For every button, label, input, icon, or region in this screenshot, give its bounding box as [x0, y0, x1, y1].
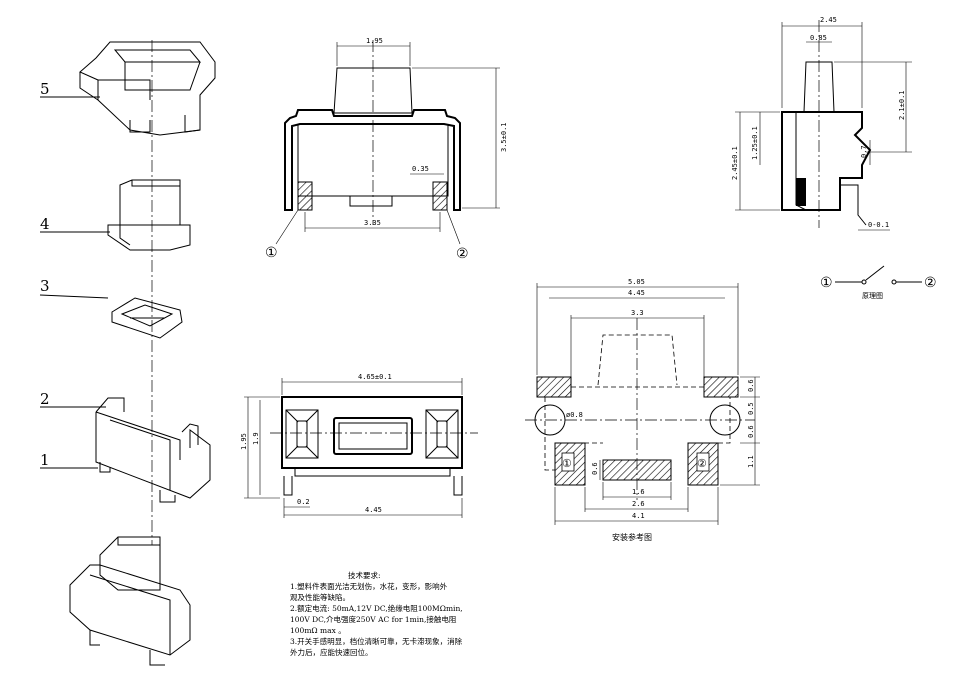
footprint-view: ① ② 5.05 4.45 3.3 ø0.8 0.6 0.5 0.6 1.1 0…: [525, 278, 760, 542]
dim-step: 1.25±0.1: [751, 126, 759, 160]
footprint-pin-label-2: ②: [697, 457, 707, 470]
callout-3: 3: [40, 277, 50, 295]
side-view: 2.45 0.85 2.1±0.1 0.7 2.45±0.1 1.25±0.1 …: [731, 16, 912, 231]
front-pin-2: [432, 181, 448, 211]
dim-plunger-width: 1.95: [366, 37, 383, 45]
notes-line: 100mΩ max 。: [290, 626, 346, 635]
assembled-view: [69, 536, 191, 666]
schematic-caption: 原理图: [862, 292, 883, 300]
front-body: [284, 109, 461, 211]
part-2-housing: [95, 397, 211, 503]
dim-side-plunger: 0.85: [810, 34, 827, 42]
front-pin-label-2: ②: [456, 246, 469, 262]
part-5-cover: [79, 41, 216, 136]
side-body: [781, 111, 872, 211]
notes-line: 3.开关手感明显，档位清晰可靠，无卡滞现象，消除: [290, 637, 463, 646]
dim-fp-r4: 1.1: [747, 455, 755, 468]
notes-line: 观及性能等缺陷。: [290, 593, 350, 602]
top-view: 4.65±0.1 1.95 1.9 0.2 4.45: [240, 373, 478, 518]
technical-notes: 技术要求: 1.塑料件表面光洁无划伤，水花，变形，影响外 观及性能等缺陷。 2.…: [290, 570, 530, 658]
dim-plunger-height: 2.1±0.1: [898, 90, 906, 120]
dim-top-length: 4.65±0.1: [358, 373, 392, 381]
notes-line: 2.额定电流: 50mA,12V DC,绝缘电阻100MΩmin,: [290, 604, 463, 613]
dim-top-lead: 0.2: [297, 498, 310, 506]
dim-fp-window: 3.3: [631, 309, 644, 317]
callout-2: 2: [40, 390, 50, 408]
footprint-pad-right: [703, 376, 739, 398]
front-pin-label-1: ①: [265, 245, 278, 261]
footprint-pad-left: [536, 376, 572, 398]
exploded-view: 5 4 3 2 1: [39, 40, 216, 666]
schematic-terminal-1: ①: [820, 275, 833, 291]
notes-line: 100V DC,介电强度250V AC for 1min,接触电阻: [290, 615, 457, 624]
footprint-caption: 安装参考图: [612, 532, 652, 542]
switch-schematic: ① ② 原理图: [820, 265, 937, 300]
notes-line: 1.塑料件表面光洁无划伤，水花，变形，影响外: [290, 582, 448, 591]
dim-front-height: 3.5±0.1: [500, 122, 508, 152]
front-pin-1: [297, 181, 313, 211]
dim-fp-r2: 0.5: [747, 402, 755, 415]
dim-fp-pad-span: 2.6: [632, 500, 645, 508]
dim-body-height: 2.45±0.1: [731, 146, 739, 180]
dim-fp-pad-width: 1.6: [632, 488, 645, 496]
notes-title: 技术要求:: [348, 571, 381, 580]
dim-pin-offset: 0.7: [860, 145, 868, 158]
callout-4-label: 4: [40, 215, 50, 233]
dim-top-base: 4.45: [365, 506, 382, 514]
top-body: [281, 396, 463, 469]
part-3-spring: [111, 297, 183, 339]
footprint-pin-1: [554, 442, 586, 486]
dim-fp-overall: 5.05: [628, 278, 645, 286]
dim-top-inner-height: 1.9: [252, 432, 260, 445]
footprint-pin-label-1: ①: [562, 457, 572, 470]
dim-top-outer-height: 1.95: [240, 433, 248, 450]
dim-fp-pad-height: 0.6: [591, 462, 599, 475]
callout-5: 5: [40, 80, 50, 98]
dim-fp-r3: 0.6: [747, 425, 755, 438]
dim-fp-bottom: 4.1: [632, 512, 645, 520]
callout-1: 1: [40, 451, 50, 469]
notes-line: 外力后，应能快速回位。: [290, 648, 373, 657]
dim-side-width: 2.45: [820, 16, 837, 24]
dim-fp-r1: 0.6: [747, 379, 755, 392]
dim-fp-inner: 4.45: [628, 289, 645, 297]
dim-standoff: 0-0.1: [868, 221, 889, 229]
part-4-plunger: [107, 179, 191, 251]
schematic-terminal-2: ②: [924, 275, 937, 291]
callout-leader-3: [39, 294, 109, 299]
dim-fp-hole: ø0.8: [566, 411, 583, 419]
front-view: 1.95 3.5±0.1 0.35 3.35 ① ②: [265, 37, 508, 262]
dim-pin-gap: 0.35: [412, 165, 429, 173]
dim-pin-span: 3.35: [364, 219, 381, 227]
